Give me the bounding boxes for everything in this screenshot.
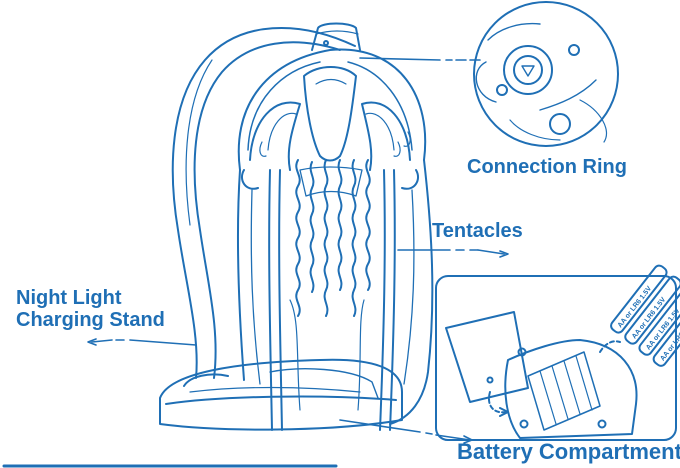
connection-ring-detail (474, 2, 618, 146)
battery-compartment-label: Battery Compartment (457, 441, 680, 463)
charging-stand-label-line2: Charging Stand (16, 309, 165, 331)
jellyfish-bell (239, 50, 425, 189)
tentacles-label: Tentacles (432, 221, 523, 241)
connection-ring-label: Connection Ring (467, 157, 627, 177)
jellyfish-body (238, 160, 432, 424)
charging-stand-label: Night Light Charging Stand (16, 287, 165, 331)
charging-stand-label-line1: Night Light (16, 287, 165, 309)
